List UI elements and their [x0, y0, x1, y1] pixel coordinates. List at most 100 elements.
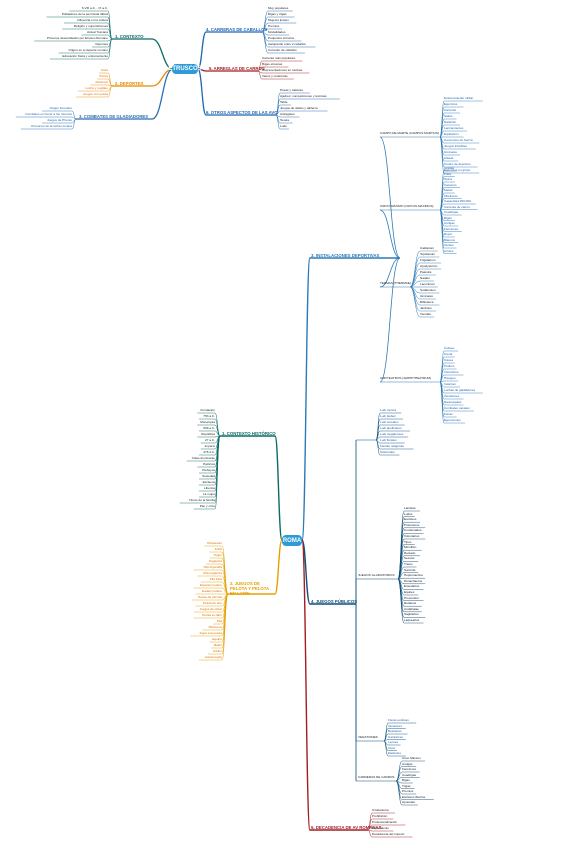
roma-instalaciones-circo_items-10[interactable]: Aurigas [444, 221, 455, 225]
roma-instalaciones-termas_items-11[interactable]: Tiendas [420, 312, 431, 316]
roma-pelota_items-19[interactable]: Actual rugby [204, 655, 222, 659]
roma-decadencia_items-1[interactable]: Prohibición [372, 814, 388, 818]
roma-instalaciones-termas_items-3[interactable]: Apodyterium [420, 264, 438, 268]
etruscos-otros_items-4[interactable]: Astragalos [280, 112, 295, 116]
roma-instalaciones-termas_items-1[interactable]: Tepidarium [420, 252, 436, 256]
roma-instalaciones-campo_items-12[interactable]: Ejercicios en grupo [444, 168, 471, 172]
etruscos-arreglas_items-2[interactable]: Representaciones en tumbas [262, 68, 303, 72]
roma-pelota_items-2[interactable]: Trigon [213, 553, 222, 557]
juegos-gladiatorios-label[interactable]: JUEGOS GLADIATORIOS [358, 573, 395, 577]
roma-juegos-gladiador_items-2[interactable]: Esclavos [404, 517, 417, 522]
roma-instalaciones-termas_items-7[interactable]: Sudatorium [420, 288, 436, 292]
etruscos-contexto_items-3[interactable]: Religión y supersticiones [73, 24, 108, 28]
roma-instalaciones-campo_items-6[interactable]: Equitación [444, 132, 459, 136]
roma-juegos-carreras_items-4[interactable]: Bigas [402, 778, 410, 782]
etruscos-root-node[interactable]: ETRUSCOS [168, 64, 202, 74]
roma-juegos-gladiador_items-10[interactable]: Tracio [404, 562, 413, 566]
roma-contexto_items-3[interactable]: 509 a.C. [203, 426, 215, 430]
roma-contexto_items-4[interactable]: República [201, 432, 215, 436]
etruscos-gladiadores_items-2[interactable]: Juegos de Phersu [47, 118, 72, 122]
campo-marte-label[interactable]: CAMPO DE MARTE (CAMPUS MARTIUS) [380, 131, 440, 135]
roma-juegos-carreras_items-5[interactable]: Trigas [402, 783, 411, 788]
roma-pelota_items-8[interactable]: Datatim ludere [201, 589, 222, 593]
roma-juegos-venationes_items-2[interactable]: Bestiarios [388, 729, 402, 733]
roma-instalaciones-anfiteatro_items-5[interactable]: Hipogeo [444, 376, 456, 380]
roma-instalaciones-anfiteatro_items-2[interactable]: Cávea [444, 358, 453, 362]
roma-instalaciones-anfiteatro_items-0[interactable]: Coliseo [444, 346, 455, 350]
etruscos-otros_items-3[interactable]: Juegos de dados y tableros [280, 106, 318, 110]
roma-contexto_items-9[interactable]: Patricios [203, 462, 215, 466]
roma-contexto_items-14[interactable]: La mujer [202, 492, 215, 496]
roma-instalaciones-circo_items-1[interactable]: Pista [444, 171, 451, 176]
roma-instalaciones-anfiteatro_items-9[interactable]: Naumaquias [444, 400, 462, 404]
roma-juegos-gladiador_items-4[interactable]: Condenados [404, 528, 422, 533]
roma-contexto_items-5[interactable]: 27 a.C. [205, 438, 215, 442]
etruscos-carreras_items-4[interactable]: Modalidades [268, 30, 286, 34]
roma-juegos-venationes_items-3[interactable]: Cazadores [388, 734, 403, 739]
roma-contexto_items-11[interactable]: Sociedad [202, 474, 215, 478]
roma-pelota_items-5[interactable]: Pila paganica [203, 571, 222, 575]
roma-decadencia_items-4[interactable]: Decadencia del imperio [372, 832, 405, 836]
etruscos-contexto_items-8[interactable]: Educación física y entrenamiento [62, 54, 108, 58]
roma-instalaciones-campo_items-3[interactable]: Saltos [444, 114, 453, 118]
roma-branch-pelota[interactable]: 2. JUEGOS DE PELOTA Y PELOTA EN LATÍN [230, 581, 269, 596]
roma-juegos-ludi_items-5[interactable]: Ludi florales [380, 438, 397, 442]
etruscos-deportes_items-0[interactable]: Caza [100, 68, 108, 72]
etruscos-deportes_items-3[interactable]: Lucha y pugilato [85, 86, 108, 90]
roma-juegos-gladiador_items-6[interactable]: Tipos [404, 539, 412, 544]
roma-juegos-gladiador_items-11[interactable]: Samnita [404, 567, 416, 572]
roma-juegos-ludi_items-6[interactable]: Fiestas religiosas [380, 444, 404, 448]
roma-instalaciones-anfiteatro_items-6[interactable]: Velarium [444, 382, 457, 386]
etruscos-gladiadores_items-3[interactable]: Precursor de la lucha romana [31, 124, 72, 128]
roma-juegos-venationes_items-1[interactable]: Venatores [388, 723, 402, 728]
roma-instalaciones-circo_items-4[interactable]: Metas [444, 188, 453, 192]
roma-instalaciones-termas_items-2[interactable]: Frigidarium [420, 258, 436, 262]
etruscos-deportes_items-1[interactable]: Pesca [99, 74, 108, 78]
etruscos-carreras_items-5[interactable]: Pequeños circuitos [268, 36, 295, 40]
etruscos-branch-contexto[interactable]: 1. CONTEXTO [115, 34, 144, 39]
roma-branch-decadencia[interactable]: 5. DECADENCIA DE AV ROMANAS [311, 825, 382, 830]
etruscos-contexto_items-0[interactable]: S.VIII a.C. - IX a.C. [81, 6, 108, 10]
roma-pelota_items-11[interactable]: Juegos de niños [199, 607, 222, 611]
etruscos-otros_items-1[interactable]: Ajedrez, competiciones y técnicas [280, 94, 327, 98]
roma-instalaciones-circo_items-15[interactable]: Azules [444, 248, 454, 253]
roma-juegos-gladiador_items-5[interactable]: Voluntarios [404, 534, 420, 538]
etruscos-carreras_items-0[interactable]: Muy populares [268, 6, 289, 10]
roma-juegos-venationes_items-5[interactable]: Osos [388, 745, 396, 750]
roma-instalaciones-circo_items-14[interactable]: Verdes [444, 243, 454, 247]
etruscos-otros_items-2[interactable]: Tabla [280, 100, 288, 104]
roma-instalaciones-campo_items-11[interactable]: Centro de deportes [444, 162, 471, 166]
roma-juegos-gladiador_items-3[interactable]: Prisioneros [404, 522, 420, 527]
roma-pelota_items-4[interactable]: Pila trigonalis [203, 565, 222, 569]
roma-instalaciones-anfiteatro_items-7[interactable]: Luchas de gladiadores [444, 388, 476, 392]
roma-instalaciones-anfiteatro_items-4[interactable]: Vomitorios [444, 370, 459, 374]
roma-juegos-carreras_items-7[interactable]: Esclavos libertos [402, 794, 426, 799]
etruscos-contexto_items-5[interactable]: Primeros desarrollados por Etrusco Roman… [46, 36, 108, 40]
roma-pelota_items-6[interactable]: Pila follis [209, 577, 222, 581]
roma-juegos-carreras_items-0[interactable]: Circo Máximo [402, 756, 421, 760]
roma-juegos-carreras_items-3[interactable]: Cuadrigas [402, 772, 417, 777]
roma-instalaciones-termas_items-4[interactable]: Palestra [420, 270, 432, 274]
roma-pelota_items-7[interactable]: Espulsim ludere [199, 583, 222, 587]
roma-juegos-gladiador_items-14[interactable]: Essedarius [404, 584, 420, 589]
roma-instalaciones-termas_items-8[interactable]: Gimnasio [420, 294, 434, 298]
roma-juegos-gladiador_items-12[interactable]: Hoplomachus [404, 573, 423, 578]
roma-instalaciones-campo_items-2[interactable]: Carreras [444, 108, 457, 112]
roma-instalaciones-circo_items-12[interactable]: Rojos [444, 232, 452, 236]
etruscos-branch-otros[interactable]: 6. OTROS ASPECTOS DE LAS AVO [206, 110, 278, 115]
roma-branch-juegos[interactable]: 4. JUEGOS PÚBLICOS [311, 599, 358, 604]
roma-contexto_items-12[interactable]: Esclavos [202, 480, 215, 484]
roma-juegos-ludi_items-0[interactable]: Ludi romani [380, 408, 397, 412]
roma-instalaciones-termas_items-5[interactable]: Natatio [420, 276, 430, 280]
roma-juegos-carreras_items-6[interactable]: Premios [402, 789, 414, 793]
etruscos-deportes_items-2[interactable]: Atletismo [95, 80, 108, 84]
etruscos-contexto_items-4[interactable]: Actual Toscana [87, 30, 108, 34]
venationes-label[interactable]: VENATIONES [358, 735, 378, 739]
roma-juegos-gladiador_items-16[interactable]: Provocator [404, 595, 419, 600]
roma-contexto_items-0[interactable]: Fundación [200, 408, 215, 412]
etruscos-arreglas_items-0[interactable]: Carreras más populares [262, 56, 296, 60]
roma-instalaciones-campo_items-1[interactable]: Ejercicios [444, 102, 458, 106]
roma-juegos-venationes_items-0[interactable]: Fieras exóticas [388, 718, 409, 722]
roma-juegos-venationes_items-4[interactable]: Leones [388, 740, 399, 744]
roma-juegos-ludi_items-7[interactable]: Saturnales [380, 450, 395, 454]
